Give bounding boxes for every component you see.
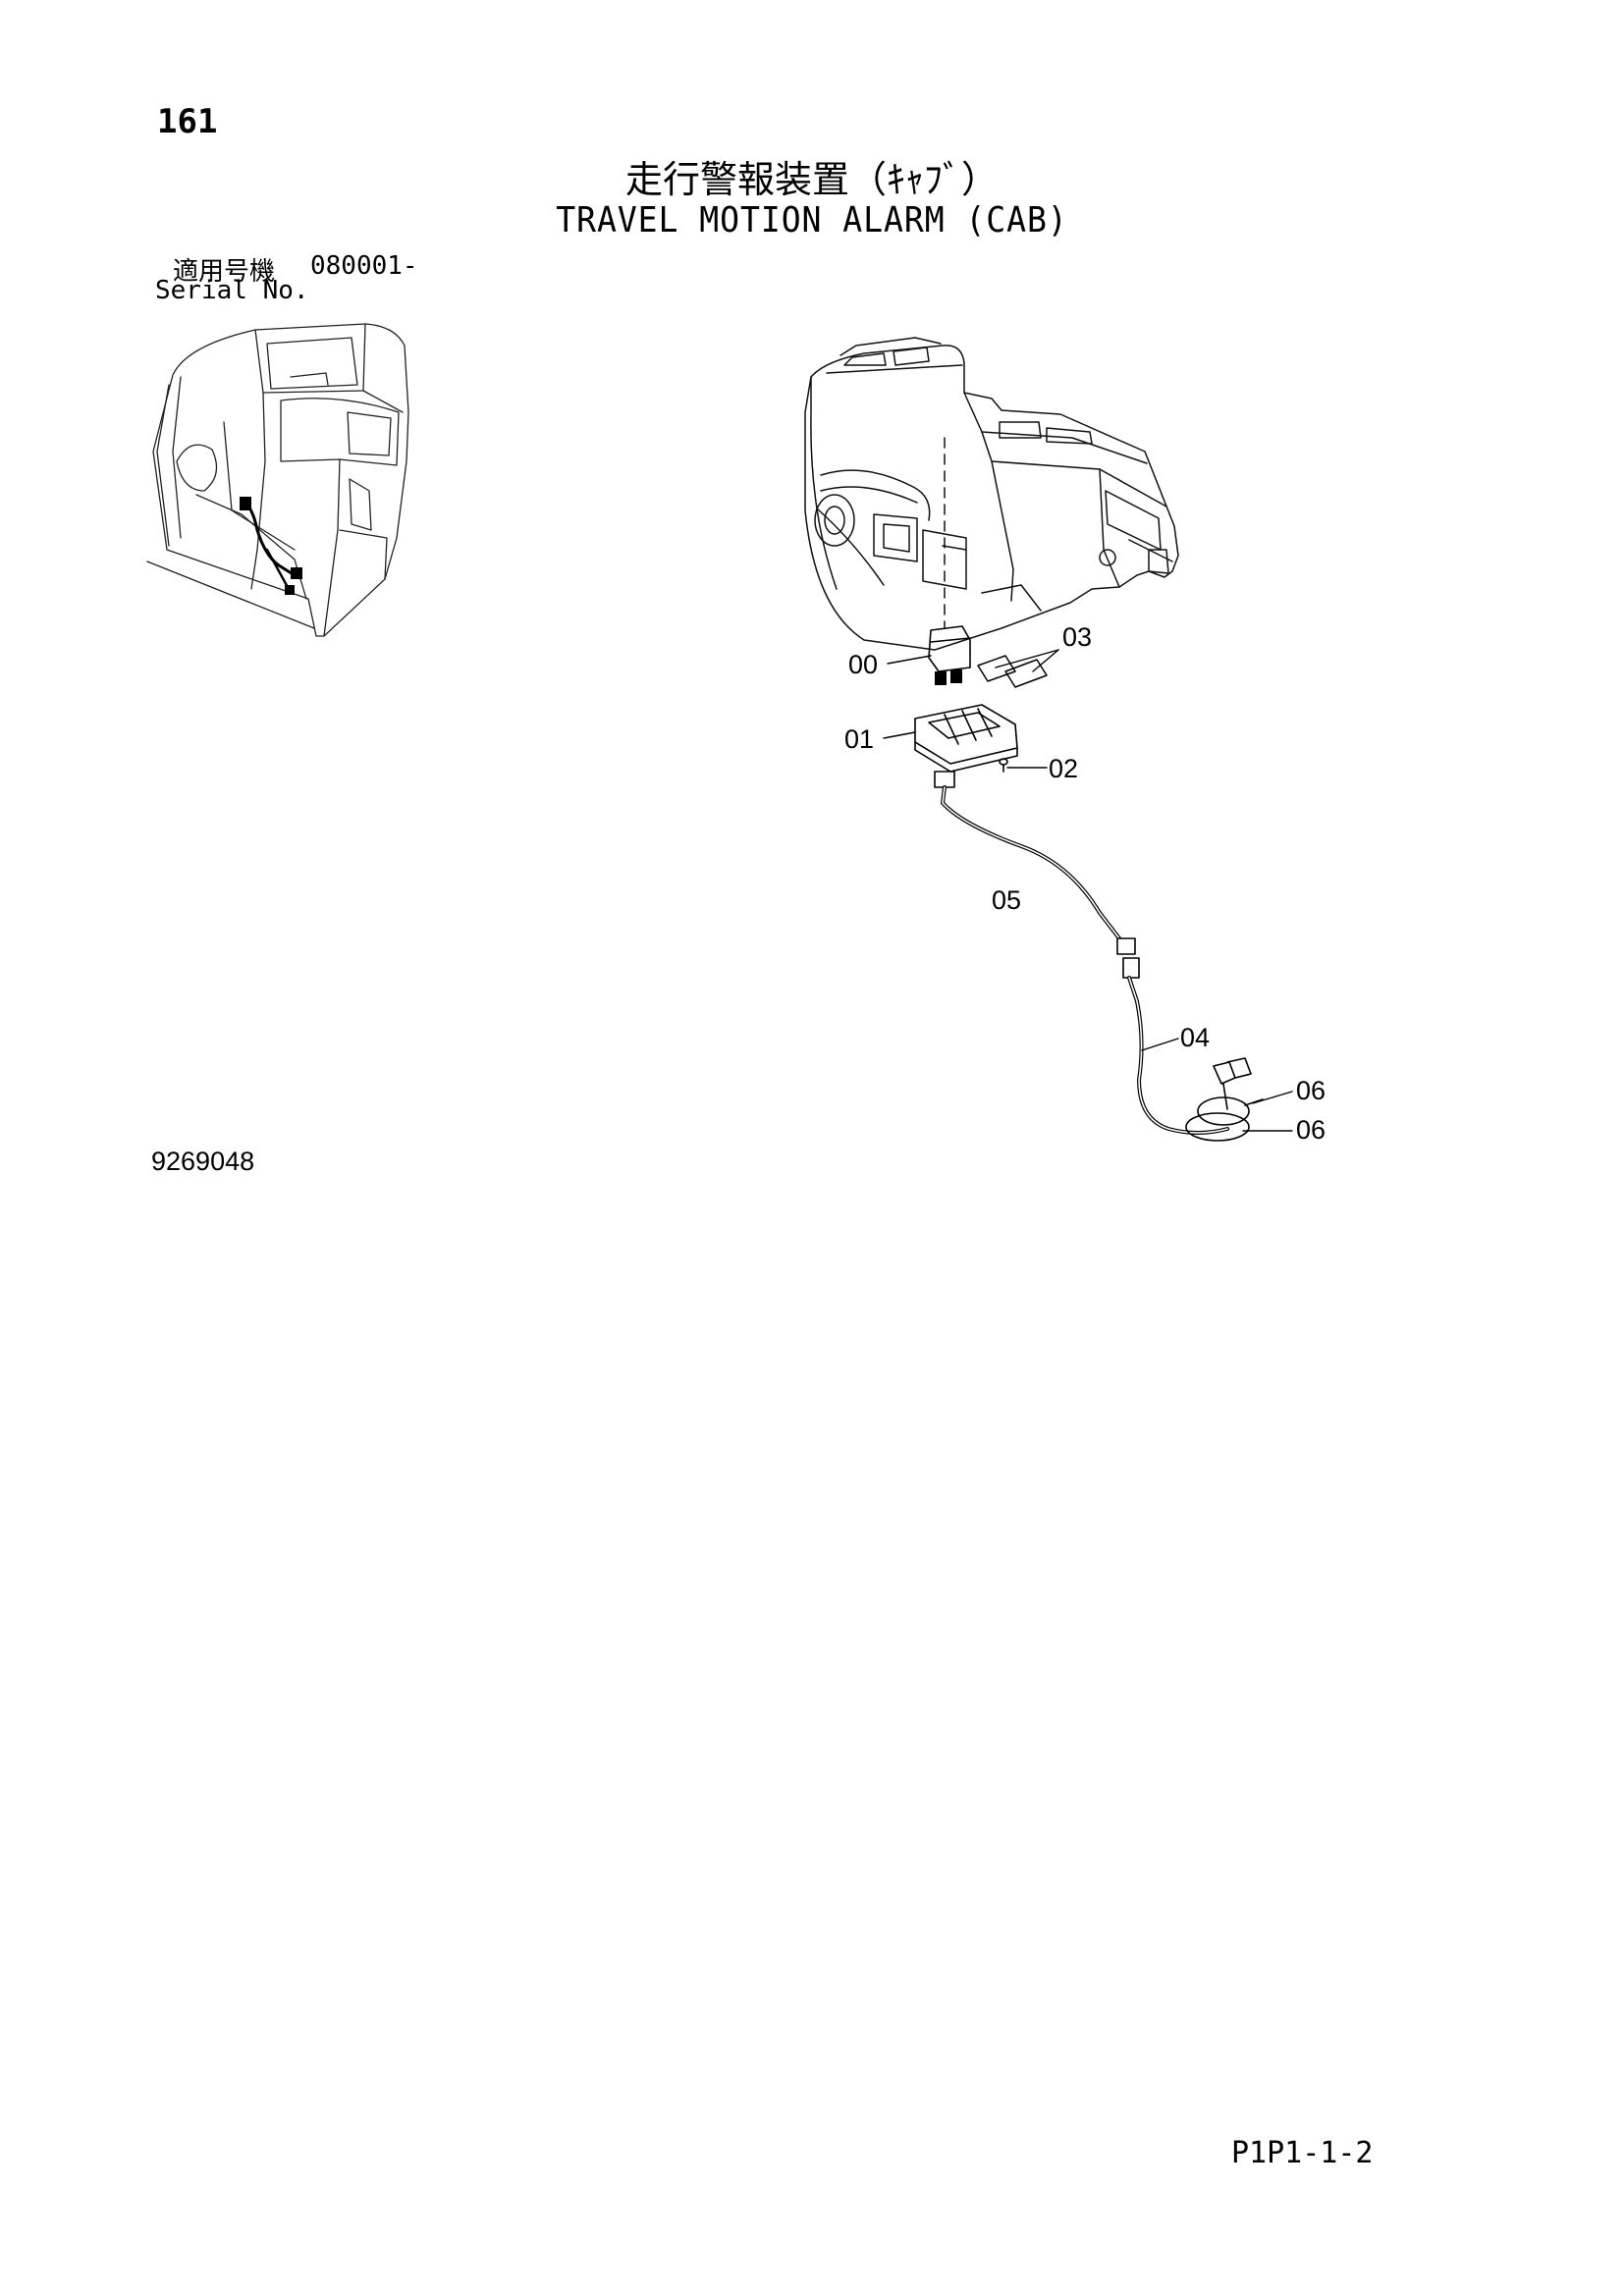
cab-overview-illustration <box>146 323 409 637</box>
right-console-illustration <box>804 337 1179 651</box>
connector-part-06 <box>1185 1057 1264 1142</box>
serial-label-english: Serial No. <box>155 276 309 305</box>
callout-01: 01 <box>844 724 874 754</box>
callout-00: 00 <box>848 650 878 679</box>
callout-03: 03 <box>1062 622 1092 652</box>
callout-05: 05 <box>992 885 1021 915</box>
leader-lines <box>883 649 1293 1132</box>
figure-number: 9269048 <box>151 1147 255 1176</box>
callout-04: 04 <box>1180 1023 1210 1052</box>
title-japanese: 走行警報装置（ｷｬﾌﾞ） <box>624 158 999 201</box>
callout-06-upper: 06 <box>1296 1076 1326 1105</box>
screw-part-02 <box>999 758 1008 773</box>
page-number: 161 <box>157 102 218 141</box>
switch-part-00 <box>928 625 971 685</box>
callout-02: 02 <box>1049 754 1078 783</box>
callout-06-lower: 06 <box>1296 1115 1326 1145</box>
serial-range: 080001- <box>310 251 418 281</box>
wire-harness <box>934 771 1229 1135</box>
panel-part-01 <box>914 704 1018 773</box>
title-english: TRAVEL MOTION ALARM (CAB) <box>556 200 1068 240</box>
cap-part-03 <box>977 655 1048 688</box>
serial-label-japanese: 適用号機 <box>173 257 276 287</box>
page-code: P1P1-1-2 <box>1231 2136 1374 2170</box>
